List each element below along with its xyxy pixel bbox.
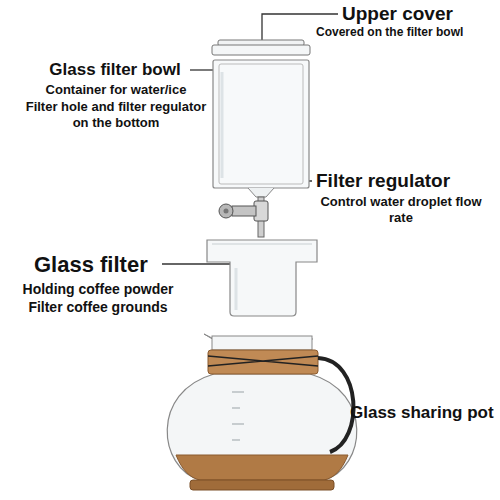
part-note: Filter coffee grounds [12,299,184,316]
part-name: Glass filter [34,252,164,278]
part-name: Glass filter bowl [30,60,200,80]
part-note: Covered on the filter bowl [316,25,496,39]
sharing-pot-drawing [167,334,357,490]
part-note: Filter hole and filter regulator on the … [24,99,208,130]
regulator-drawing [219,197,268,237]
filter-bowl-drawing [213,60,309,197]
leader-line [162,263,236,264]
part-note: Control water droplet flow rate [316,194,486,225]
part-name: Glass sharing pot [350,403,496,423]
part-note: Holding coffee powder [12,281,184,298]
part-note: Container for water/ice [24,82,208,98]
glass-filter-drawing [207,240,317,316]
part-name: Filter regulator [316,170,486,193]
upper-cover-drawing [212,40,310,55]
leader-lines [162,14,347,413]
part-name: Upper cover [342,3,492,26]
